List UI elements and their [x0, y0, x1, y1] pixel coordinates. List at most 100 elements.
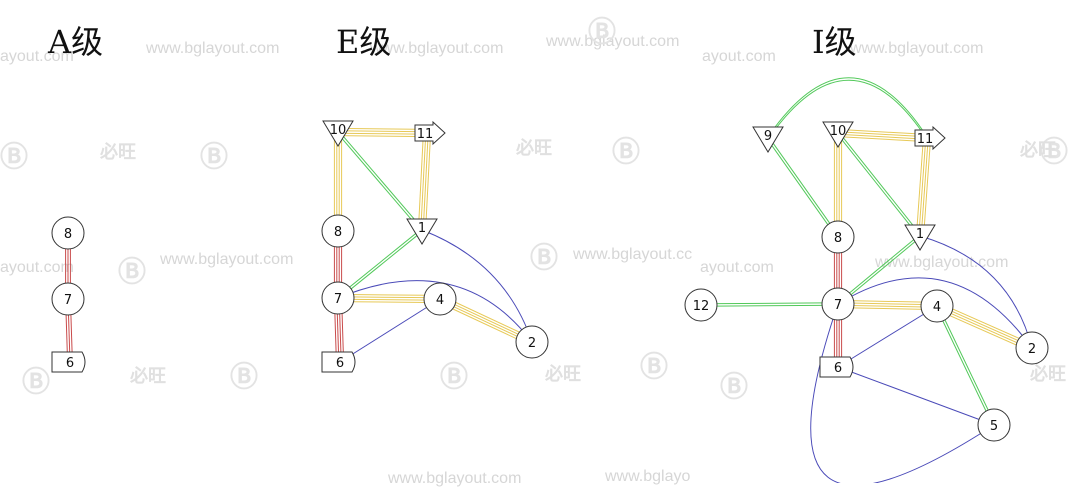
node-10: 10: [822, 121, 854, 148]
edge-stroke: [919, 235, 1033, 349]
edge-stroke: [838, 131, 922, 236]
node-11: 11: [414, 120, 446, 146]
node-4: 4: [423, 282, 457, 316]
node-label: 8: [64, 227, 72, 242]
node-circle: [321, 214, 355, 248]
edge-9-8: [766, 137, 840, 238]
edge-stroke: [836, 234, 920, 304]
node-label: 6: [336, 356, 344, 371]
node-label: 1: [418, 221, 426, 236]
node-circle: [1015, 331, 1049, 365]
edge-9-11: [767, 77, 928, 140]
edge-stroke: [338, 130, 428, 133]
node-6: 6: [819, 356, 854, 378]
node-circle: [51, 282, 85, 316]
edge-10-11: [837, 128, 928, 143]
edge-11-1: [915, 137, 932, 237]
edge-stroke: [339, 298, 441, 363]
node-7: 7: [821, 287, 855, 321]
node-10: 10: [322, 120, 354, 147]
edge-stroke: [838, 128, 928, 135]
node-label: 12: [693, 299, 710, 314]
edge-stroke: [923, 138, 932, 237]
node-5: 5: [977, 408, 1011, 442]
panel-title-e: E级: [336, 23, 392, 61]
panel-title-a: A级: [48, 23, 104, 61]
edge-stroke: [810, 303, 995, 483]
edge-7-2: [337, 280, 533, 343]
edge-4-2: [438, 295, 534, 346]
edge-stroke: [768, 137, 840, 237]
edge-stroke: [338, 130, 424, 230]
edge-stroke: [836, 133, 920, 238]
edge-stroke: [837, 307, 937, 311]
node-2: 2: [515, 325, 549, 359]
edge-layer: [65, 77, 1034, 483]
edge-stroke: [337, 280, 533, 343]
node-7: 7: [321, 281, 355, 315]
edge-stroke: [420, 132, 427, 230]
node-label: 8: [334, 225, 342, 240]
node-label: 10: [830, 124, 847, 139]
edge-stroke: [336, 228, 422, 298]
node-label: 4: [436, 293, 444, 308]
node-triangle: [322, 120, 354, 147]
node-label: 7: [64, 293, 72, 308]
edge-stroke: [838, 299, 938, 303]
edge-stroke: [936, 306, 1032, 350]
node-circle: [684, 288, 718, 322]
node-label: 8: [834, 231, 842, 246]
node-circle: [821, 220, 855, 254]
edge-stroke: [422, 133, 429, 231]
node-12: 12: [684, 288, 718, 322]
edge-stroke: [915, 137, 924, 236]
node-label: 9: [764, 129, 772, 144]
node-6: 6: [51, 351, 86, 373]
node-label: 11: [917, 132, 934, 147]
edge-stroke: [766, 138, 838, 238]
edge-stroke: [918, 137, 927, 236]
node-label: 7: [334, 292, 342, 307]
node-label: 6: [66, 356, 74, 371]
edge-4-2: [935, 302, 1034, 352]
edge-11-1: [417, 132, 432, 231]
edge-6-5: [837, 366, 995, 426]
node-rect: [819, 356, 854, 378]
node-circle: [977, 408, 1011, 442]
node-8: 8: [51, 216, 85, 250]
edge-6-4: [837, 305, 938, 368]
edge-stroke: [421, 229, 533, 343]
node-label: 6: [834, 361, 842, 376]
edge-stroke: [338, 230, 424, 300]
node-triangle: [406, 218, 438, 245]
node-arrow: [414, 120, 446, 146]
edge-stroke: [337, 135, 427, 138]
edge-10-1: [336, 130, 424, 232]
edge-stroke: [838, 302, 938, 306]
edge-stroke: [935, 308, 1031, 352]
edge-7-4: [837, 299, 938, 311]
edge-1-2: [919, 235, 1033, 349]
edge-stroke: [337, 298, 440, 301]
node-circle: [321, 281, 355, 315]
edge-1-2: [421, 229, 533, 343]
edge-12-7: [700, 302, 839, 307]
node-11: 11: [914, 125, 946, 151]
edge-10-1: [836, 131, 922, 238]
node-label: 4: [933, 300, 941, 315]
node-label: 5: [990, 419, 998, 434]
edge-stroke: [441, 295, 534, 340]
edge-stroke: [767, 77, 928, 138]
node-label: 7: [834, 298, 842, 313]
edge-stroke: [937, 305, 996, 425]
node-circle: [920, 289, 954, 323]
node-label: 11: [417, 127, 434, 142]
edge-stroke: [920, 138, 929, 237]
node-triangle: [752, 126, 784, 153]
node-circle: [515, 325, 549, 359]
node-circle: [51, 216, 85, 250]
edge-stroke: [837, 133, 927, 140]
edge-6-4: [339, 298, 441, 363]
